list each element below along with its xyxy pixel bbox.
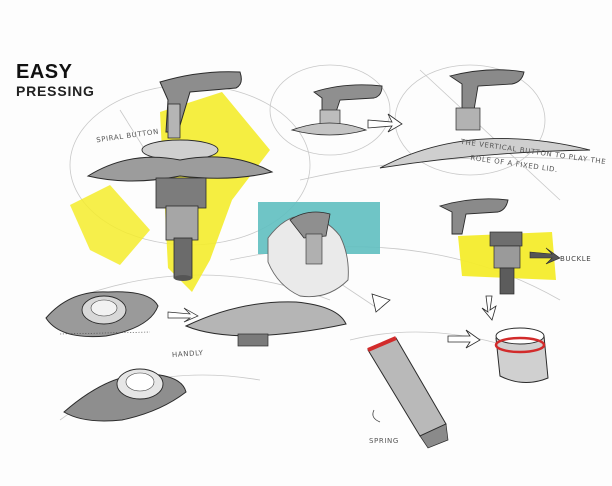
cylinder-sketch: [494, 327, 549, 383]
page-subtitle: PRESSING: [16, 83, 95, 99]
spring-cartridge-sketch: [367, 336, 449, 449]
ring-lid-bottom-sketch: [63, 368, 187, 422]
page-title: EASY: [16, 61, 73, 83]
top-right-pump-sketch: [379, 69, 591, 169]
annotation-spring: SPRING: [369, 437, 399, 445]
wide-lid-side-sketch: [167, 301, 347, 347]
ring-lid-top-sketch: [45, 291, 159, 338]
annotation-buckle: BUCKLE: [560, 255, 592, 263]
direction-arrows: [447, 295, 497, 349]
buckle-pump-sketch: [438, 198, 561, 295]
hand-sketch: [267, 211, 391, 313]
top-pump-head-sketch: [290, 84, 403, 136]
main-pump-sketch: [86, 71, 274, 281]
